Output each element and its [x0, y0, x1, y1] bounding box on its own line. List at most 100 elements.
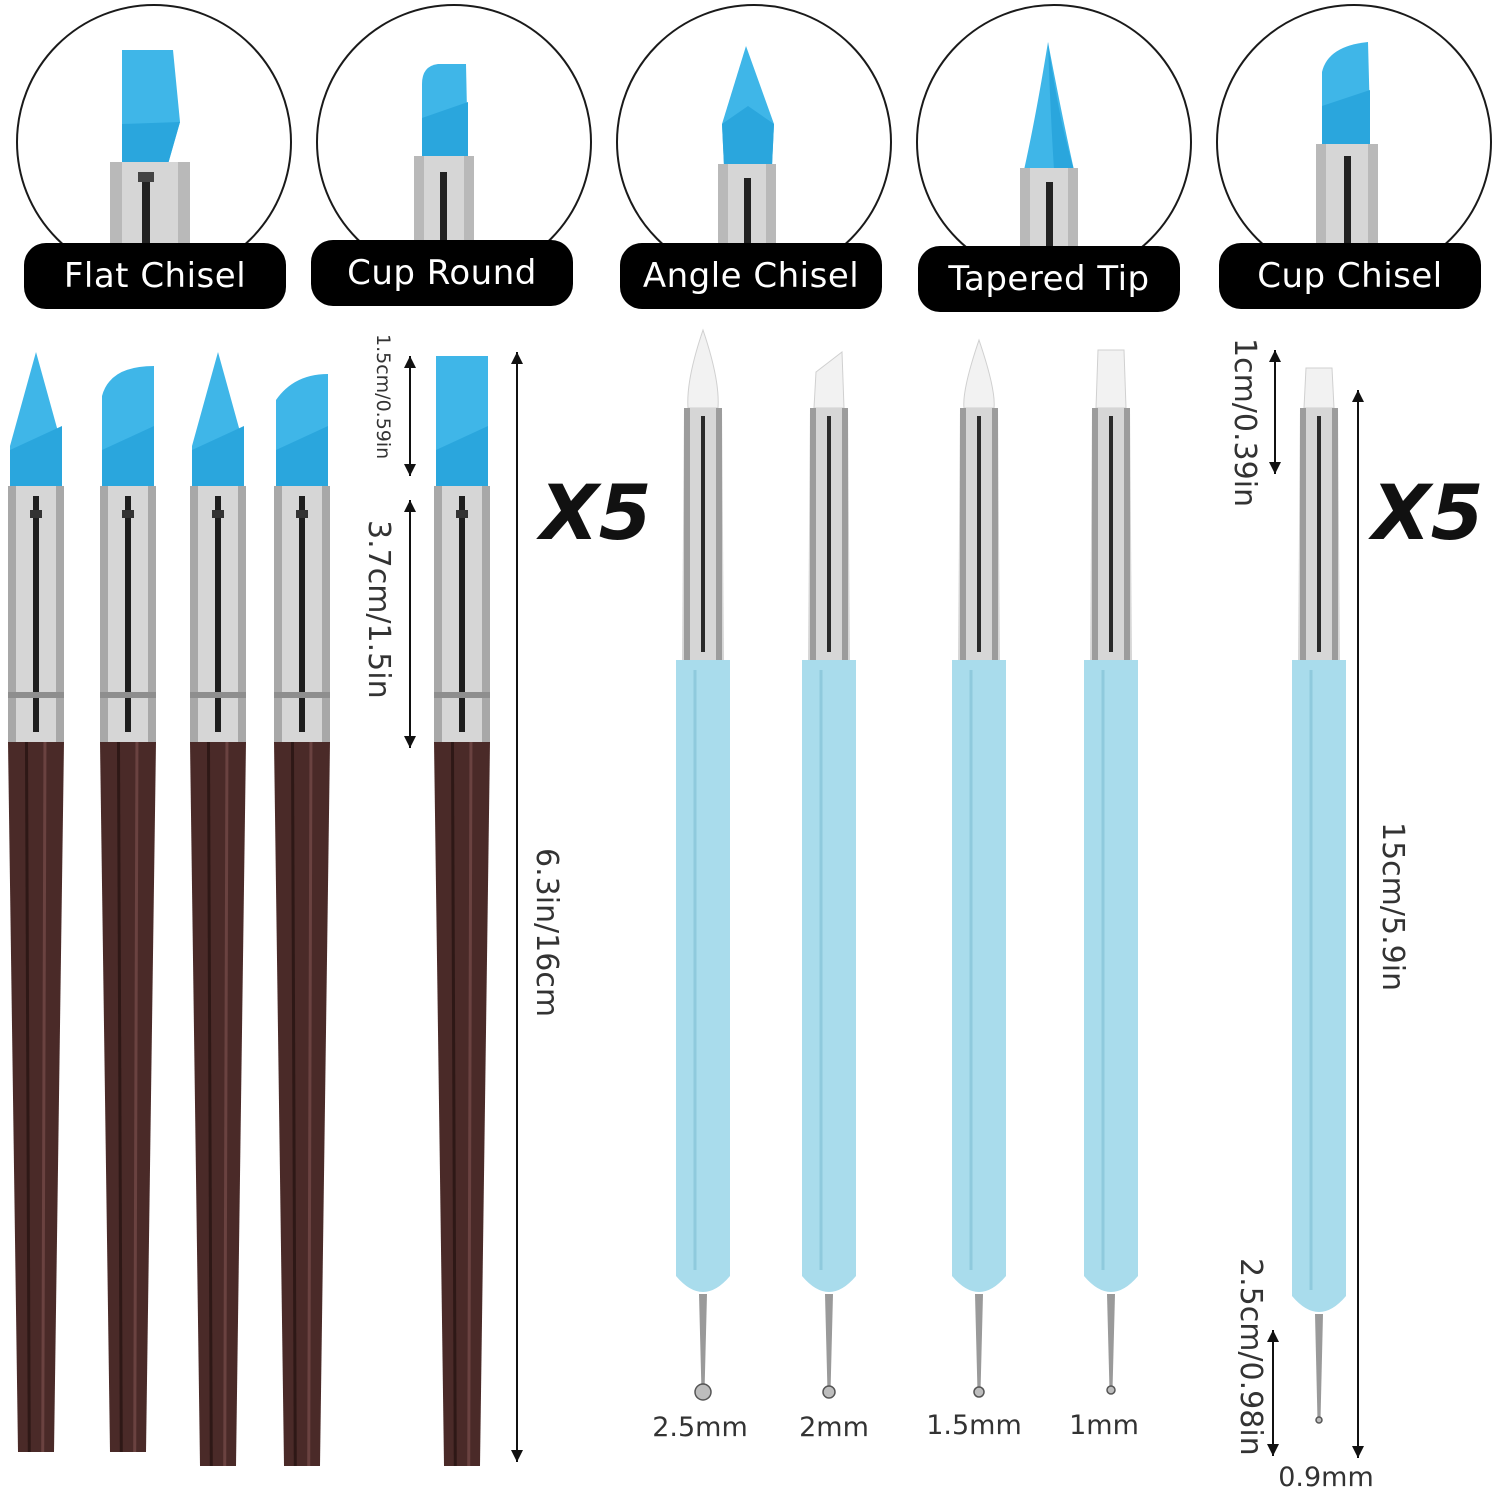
ferrule-shade — [1092, 408, 1098, 660]
light-blue-handle — [676, 660, 730, 1292]
ferrule-shade — [992, 408, 998, 660]
dim-arrow-tip-a-head — [404, 464, 416, 476]
tip-label-cup-round: Cup Round — [311, 240, 573, 306]
ferrule-shade — [100, 486, 108, 742]
handle-groove — [307, 741, 313, 1467]
tip-label-angle-chisel: Angle Chisel — [620, 243, 882, 309]
dim-arrow-total-b-head — [1352, 1446, 1364, 1458]
ferrule-core — [977, 416, 981, 652]
ferrule-shade — [238, 486, 246, 742]
dim-arrow-ferrule-a-head — [404, 500, 416, 512]
ball-tip — [822, 1385, 836, 1399]
tip-bevel — [192, 426, 244, 486]
ferrule-shade — [434, 486, 442, 742]
stylus-pin — [1107, 1294, 1115, 1390]
ferrule-core — [827, 416, 831, 652]
ferrule-shade — [960, 408, 966, 660]
quantity-set-a: X5 — [540, 468, 652, 557]
ferrule-shade — [274, 486, 282, 742]
handle-groove — [206, 741, 213, 1467]
tip-bevel — [10, 426, 62, 486]
light-blue-handle — [1084, 660, 1138, 1292]
tip-bevel — [102, 426, 154, 486]
tip-closeup-angle-chisel — [616, 4, 892, 280]
handle-groove — [133, 741, 139, 1453]
dim-tip-length-set-a: 1.5cm/0.59in — [372, 334, 394, 460]
handle-groove — [116, 741, 123, 1453]
ferrule-ring — [274, 692, 330, 698]
white-silicone-tip — [1303, 367, 1335, 409]
tip-closeup-cup-chisel — [1216, 4, 1492, 280]
tip-label-tapered-tip: Tapered Tip — [918, 246, 1180, 312]
dim-arrow-ferrule-a-head — [404, 736, 416, 748]
dim-total-length-set-b: 15cm/5.9in — [1375, 822, 1410, 992]
ball-tip — [1106, 1385, 1116, 1395]
ferrule-shade — [148, 486, 156, 742]
dim-tip-length-set-b: 1cm/0.39in — [1227, 338, 1262, 508]
ball-size-label: 2mm — [799, 1412, 869, 1443]
angle-chisel-tip-icon — [718, 46, 776, 278]
tip-closeup-cup-round — [316, 4, 592, 280]
ferrule-shade — [842, 408, 848, 660]
white-silicone-tip — [813, 351, 845, 409]
brown-handle — [100, 742, 156, 1452]
white-silicone-tip — [1095, 349, 1127, 409]
ferrule-core — [299, 496, 305, 732]
stylus-pin — [699, 1294, 707, 1392]
ferrule-shade — [1332, 408, 1338, 660]
ferrule-ring — [8, 692, 64, 698]
ferrule-shade — [190, 486, 198, 742]
handle-groove — [467, 741, 473, 1467]
handle-groove — [223, 741, 229, 1467]
ferrule-shade — [1124, 408, 1130, 660]
tip-bevel — [436, 426, 488, 486]
light-blue-handle — [802, 660, 856, 1292]
ferrule-shade — [684, 408, 690, 660]
stylus-pin — [1315, 1314, 1323, 1420]
ferrule-core — [1317, 416, 1321, 652]
stylus-pin — [975, 1294, 983, 1392]
tip-label-flat-chisel: Flat Chisel — [24, 243, 286, 309]
dim-arrow-tip-b-head — [1269, 350, 1281, 362]
dim-arrow-total-a-head — [511, 1450, 523, 1462]
ferrule-shade — [1300, 408, 1306, 660]
dim-total-length-set-a: 6.3in/16cm — [529, 848, 564, 1018]
ferrule-core — [701, 416, 705, 652]
dim-arrow-stylus-b-head — [1267, 1444, 1279, 1456]
ferrule-crimp — [212, 510, 224, 518]
ferrule-shade — [482, 486, 490, 742]
ferrule-ring — [434, 692, 490, 698]
dim-arrow-total-b-head — [1352, 390, 1364, 402]
ferrule-shade — [810, 408, 816, 660]
ferrule-ring — [100, 692, 156, 698]
ferrule-crimp — [296, 510, 308, 518]
ferrule-ring — [190, 692, 246, 698]
ball-size-label: 1mm — [1069, 1410, 1139, 1441]
ball-size-label: 2.5mm — [652, 1412, 748, 1443]
ball-size-label: 0.9mm — [1278, 1462, 1374, 1493]
ball-tip — [973, 1386, 985, 1398]
ferrule-crimp — [456, 510, 468, 518]
ferrule-core — [33, 496, 39, 732]
ferrule-core — [125, 496, 131, 732]
ferrule-shade — [322, 486, 330, 742]
ferrule-core — [459, 496, 465, 732]
ferrule-shade — [8, 486, 16, 742]
ferrule-crimp — [122, 510, 134, 518]
ferrule-crimp — [30, 510, 42, 518]
ball-tip — [1315, 1416, 1323, 1424]
tip-bevel — [276, 426, 328, 486]
dim-stylus-length-set-b: 2.5cm/0.98in — [1233, 1258, 1268, 1456]
handle-groove — [290, 741, 297, 1467]
brown-handle — [434, 742, 490, 1466]
handle-groove — [24, 741, 31, 1453]
dim-arrow-total-a-head — [511, 352, 523, 364]
brown-handle — [274, 742, 330, 1466]
ball-tip — [694, 1383, 712, 1401]
light-blue-handle — [1292, 660, 1346, 1312]
brown-handle — [190, 742, 246, 1466]
ferrule-shade — [716, 408, 722, 660]
handle-groove — [41, 741, 47, 1453]
ball-size-label: 1.5mm — [926, 1410, 1022, 1441]
